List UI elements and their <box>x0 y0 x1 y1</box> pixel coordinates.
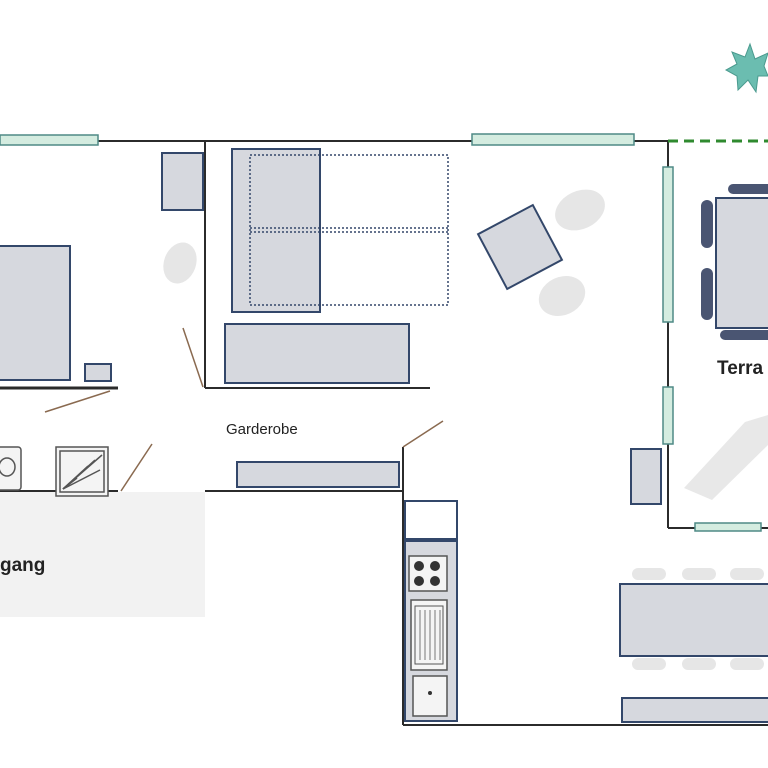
terrace-table-set <box>701 184 768 340</box>
toilet-icon <box>0 446 22 491</box>
wardrobe-label: Garderobe <box>226 421 298 438</box>
terrace-label: Terra <box>717 358 764 379</box>
hallway-floor <box>0 492 205 617</box>
shower-icon <box>55 446 109 497</box>
window-terrace-upper <box>662 166 674 323</box>
nightstand <box>84 363 112 382</box>
cabinet-small <box>161 152 204 211</box>
sideboard <box>224 323 410 384</box>
sun-lounger <box>684 415 768 500</box>
window-left <box>0 134 99 146</box>
armchair-table <box>476 203 564 291</box>
entrance-label: gang <box>0 555 46 576</box>
wardrobe-shelf <box>236 461 400 488</box>
stove-icon <box>408 555 448 592</box>
windows <box>0 133 762 532</box>
chair-shadow <box>163 242 197 284</box>
window-bottom-right <box>694 522 762 532</box>
dining-chairs <box>632 568 764 670</box>
plant-icon <box>724 42 768 94</box>
dining-bench <box>621 697 768 723</box>
window-terrace-lower <box>662 386 674 445</box>
cabinet-tall <box>630 448 662 505</box>
window-top <box>471 133 635 146</box>
sofa-bed <box>231 148 449 313</box>
sink-icon <box>410 599 448 717</box>
bed <box>0 245 71 381</box>
door-swings <box>44 327 444 492</box>
dining-table <box>619 583 768 657</box>
